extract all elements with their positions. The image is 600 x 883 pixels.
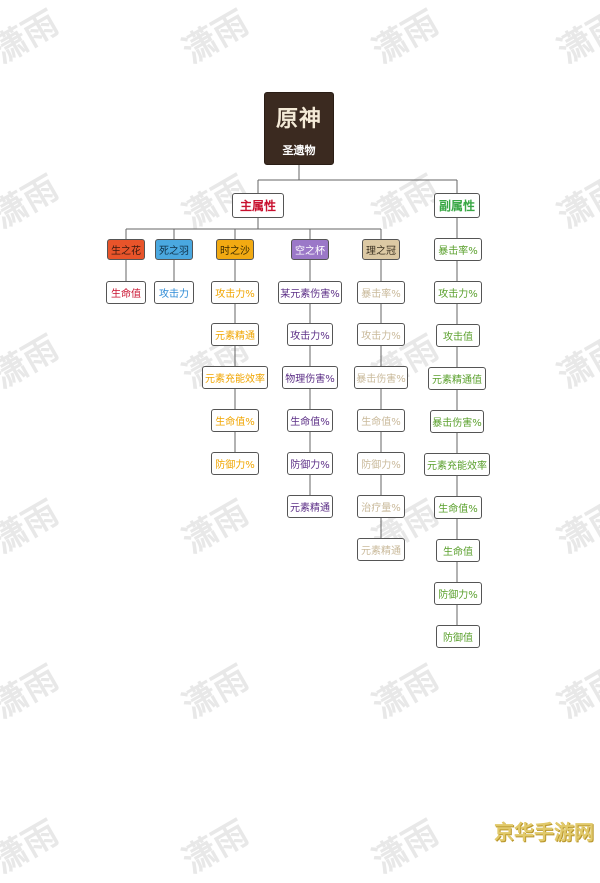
main-stat-header: 主属性 xyxy=(232,193,284,218)
goblet-stat: 元素精通 xyxy=(287,495,333,518)
circlet-stat: 防御力% xyxy=(357,452,405,475)
circlet-stat: 暴击率% xyxy=(357,281,405,304)
sub-stat: 攻击值 xyxy=(436,324,480,347)
slot-sands: 时之沙 xyxy=(216,239,254,260)
goblet-stat: 防御力% xyxy=(287,452,333,475)
sands-stat: 防御力% xyxy=(211,452,259,475)
flower-stat: 生命值 xyxy=(106,281,146,304)
plume-stat: 攻击力 xyxy=(154,281,194,304)
goblet-stat: 攻击力% xyxy=(287,323,333,346)
slot-plume: 死之羽 xyxy=(155,239,193,260)
goblet-stat: 某元素伤害% xyxy=(278,281,342,304)
slot-flower: 生之花 xyxy=(107,239,145,260)
sands-stat: 元素充能效率 xyxy=(202,366,268,389)
sub-stat: 元素充能效率 xyxy=(424,453,490,476)
slot-circlet: 理之冠 xyxy=(362,239,400,260)
circlet-stat: 生命值% xyxy=(357,409,405,432)
genshin-artifact-root: 原神 圣遗物 xyxy=(264,92,334,165)
sub-stat: 暴击伤害% xyxy=(430,410,484,433)
goblet-stat: 生命值% xyxy=(287,409,333,432)
root-label: 圣遗物 xyxy=(282,144,316,157)
goblet-stat: 物理伤害% xyxy=(282,366,338,389)
sub-stat: 攻击力% xyxy=(434,281,482,304)
sands-stat: 元素精通 xyxy=(211,323,259,346)
site-brand-logo: 京华手游网 xyxy=(494,820,594,844)
sub-stat-header: 副属性 xyxy=(434,193,480,218)
sub-stat: 生命值 xyxy=(436,539,480,562)
genshin-logo: 原神 xyxy=(275,106,322,132)
slot-goblet: 空之杯 xyxy=(291,239,329,260)
circlet-stat: 治疗量% xyxy=(357,495,405,518)
circlet-stat: 暴击伤害% xyxy=(354,366,408,389)
sub-stat: 元素精通值 xyxy=(428,367,486,390)
circlet-stat: 元素精通 xyxy=(357,538,405,561)
sub-stat: 防御力% xyxy=(434,582,482,605)
circlet-stat: 攻击力% xyxy=(357,323,405,346)
sub-stat: 防御值 xyxy=(436,625,480,648)
sub-stat: 暴击率% xyxy=(434,238,482,261)
sands-stat: 攻击力% xyxy=(211,281,259,304)
sub-stat: 生命值% xyxy=(434,496,482,519)
sands-stat: 生命值% xyxy=(211,409,259,432)
